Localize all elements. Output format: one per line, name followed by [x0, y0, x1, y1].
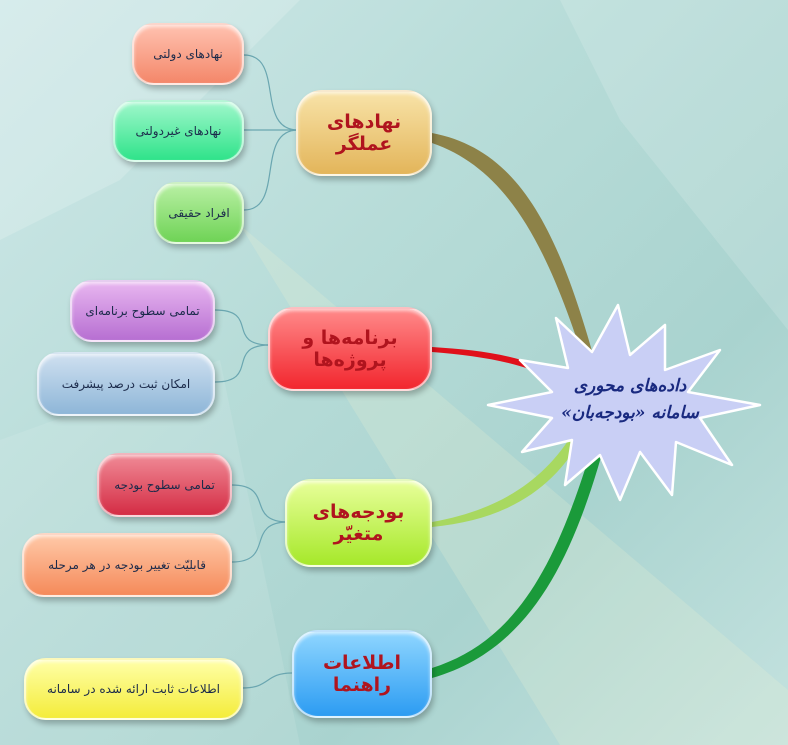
leaf-non-government-bodies[interactable]: نهادهای غیردولتی — [113, 100, 244, 162]
leaf-line-1-1 — [243, 54, 299, 131]
branch-actors[interactable]: نهادهای عملگر — [296, 90, 432, 176]
leaf-all-budget-levels[interactable]: تمامی سطوح بودجه — [97, 453, 232, 517]
center-title-line1: داده‌های محوری — [573, 376, 687, 396]
center-title-line2: سامانه «بودجه‌بان» — [561, 403, 699, 423]
leaf-government-bodies[interactable]: نهادهای دولتی — [132, 23, 244, 85]
leaf-line-1-3 — [243, 129, 299, 211]
leaf-all-program-levels[interactable]: تمامی سطوح برنامه‌ای — [70, 280, 215, 342]
leaf-budget-change-capability[interactable]: قابلیّت تغییر بودجه در هر مرحله — [22, 533, 232, 597]
leaf-fixed-system-info[interactable]: اطلاعات ثابت ارائه شده در سامانه — [24, 658, 243, 720]
leaf-line-2-2 — [214, 344, 271, 383]
branch-guide-information[interactable]: اطلاعات راهنما — [292, 630, 432, 718]
leaf-progress-percentage[interactable]: امکان ثبت درصد پیشرفت — [37, 352, 215, 416]
leaf-natural-persons[interactable]: افراد حقیقی — [154, 182, 244, 244]
branch-variable-budgets[interactable]: بودجه‌های متغیّر — [285, 479, 432, 567]
center-title: داده‌های محوری سامانه «بودجه‌بان» — [530, 373, 730, 427]
leaf-line-3-1 — [231, 484, 289, 523]
connector-branch-2 — [432, 347, 560, 380]
branch-programs-projects[interactable]: برنامه‌ها و پروژه‌ها — [268, 307, 432, 391]
connector-branch-3 — [432, 430, 585, 527]
leaf-line-4-1 — [242, 672, 293, 689]
leaf-line-3-2 — [231, 521, 289, 563]
center-starburst — [486, 303, 762, 502]
leaf-line-2-1 — [214, 309, 271, 346]
